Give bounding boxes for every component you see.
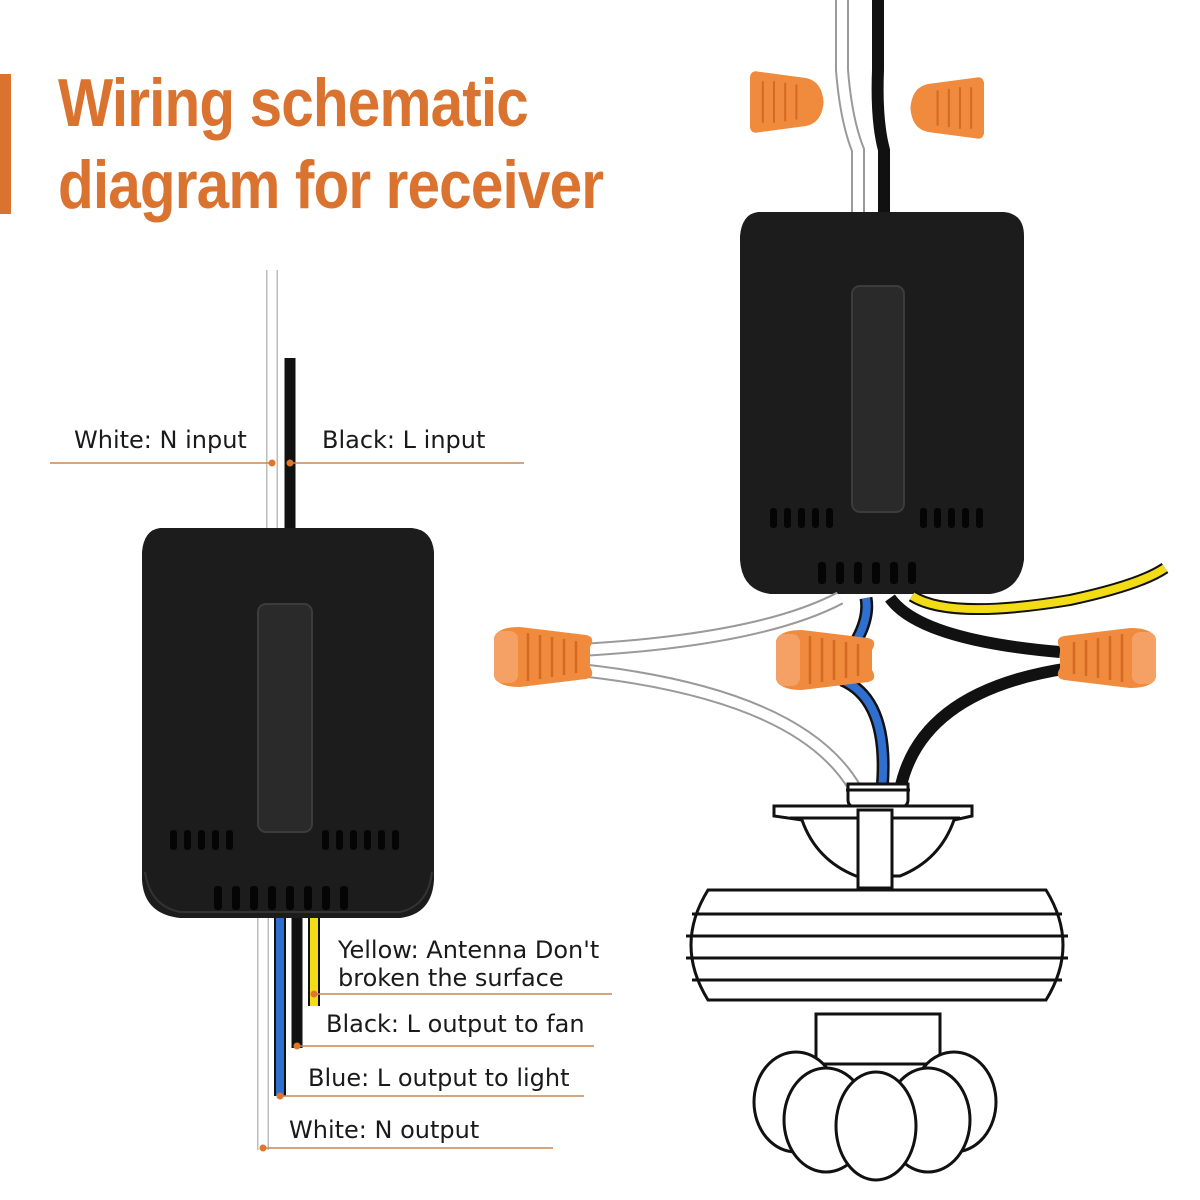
wire-nut-top-right xyxy=(909,76,986,140)
label-white-n-output: White: N output xyxy=(289,1116,480,1144)
wire-nut-white xyxy=(492,625,594,689)
label-white-n-input: White: N input xyxy=(74,426,247,454)
right-receiver xyxy=(492,0,1169,794)
label-yellow-antenna-line1: Yellow: Antenna Don't xyxy=(338,936,600,964)
right-black-output-wire xyxy=(885,594,1071,792)
label-black-l-output-fan: Black: L output to fan xyxy=(326,1010,585,1038)
left-receiver xyxy=(142,270,434,1150)
title-accent-bar xyxy=(0,74,11,214)
right-black-input-wire xyxy=(871,0,890,215)
wire-nut-black xyxy=(1056,626,1158,690)
label-black-l-input: Black: L input xyxy=(322,426,486,454)
wire-nut-blue xyxy=(774,628,876,692)
ceiling-fan xyxy=(686,782,1068,1182)
leader-dots xyxy=(259,459,318,1152)
label-blue-l-output-light: Blue: L output to light xyxy=(308,1064,570,1092)
page-title: Wiring schematic diagram for receiver xyxy=(58,62,604,226)
wire-nut-top-left xyxy=(748,70,825,134)
title-line-1: Wiring schematic xyxy=(58,65,529,141)
title-line-2: diagram for receiver xyxy=(58,147,604,223)
leader-lines xyxy=(50,462,612,1149)
label-yellow-antenna-line2: broken the surface xyxy=(338,964,564,992)
